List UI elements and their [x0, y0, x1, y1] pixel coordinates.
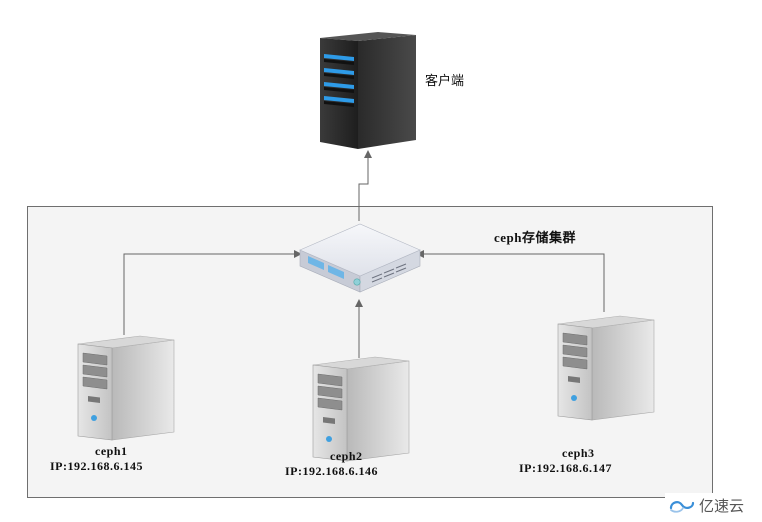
connector-ceph3-to-switch	[416, 250, 605, 312]
watermark-text: 亿速云	[698, 498, 744, 515]
ceph3-ip: IP:192.168.6.147	[519, 461, 612, 475]
ceph2-ip: IP:192.168.6.146	[285, 464, 378, 478]
client-label: 客户端	[425, 73, 465, 88]
watermark: 亿速云	[664, 493, 748, 518]
ceph1-server-icon	[77, 335, 175, 441]
ceph3-name: ceph3	[562, 446, 595, 460]
network-switch-icon	[299, 223, 421, 293]
ceph3-server-icon	[557, 315, 655, 421]
ceph2-name: ceph2	[330, 449, 363, 463]
connector-lines	[123, 150, 605, 358]
ceph1-name: ceph1	[95, 444, 128, 458]
ceph2-server-icon	[312, 356, 410, 462]
cluster-label: ceph存储集群	[494, 230, 577, 245]
ceph1-ip: IP:192.168.6.145	[50, 459, 143, 473]
connector-switch-to-client	[358, 150, 372, 221]
client-server-icon	[320, 32, 416, 149]
yisuyun-logo-icon	[669, 500, 695, 513]
connector-ceph1-to-switch	[123, 250, 302, 335]
